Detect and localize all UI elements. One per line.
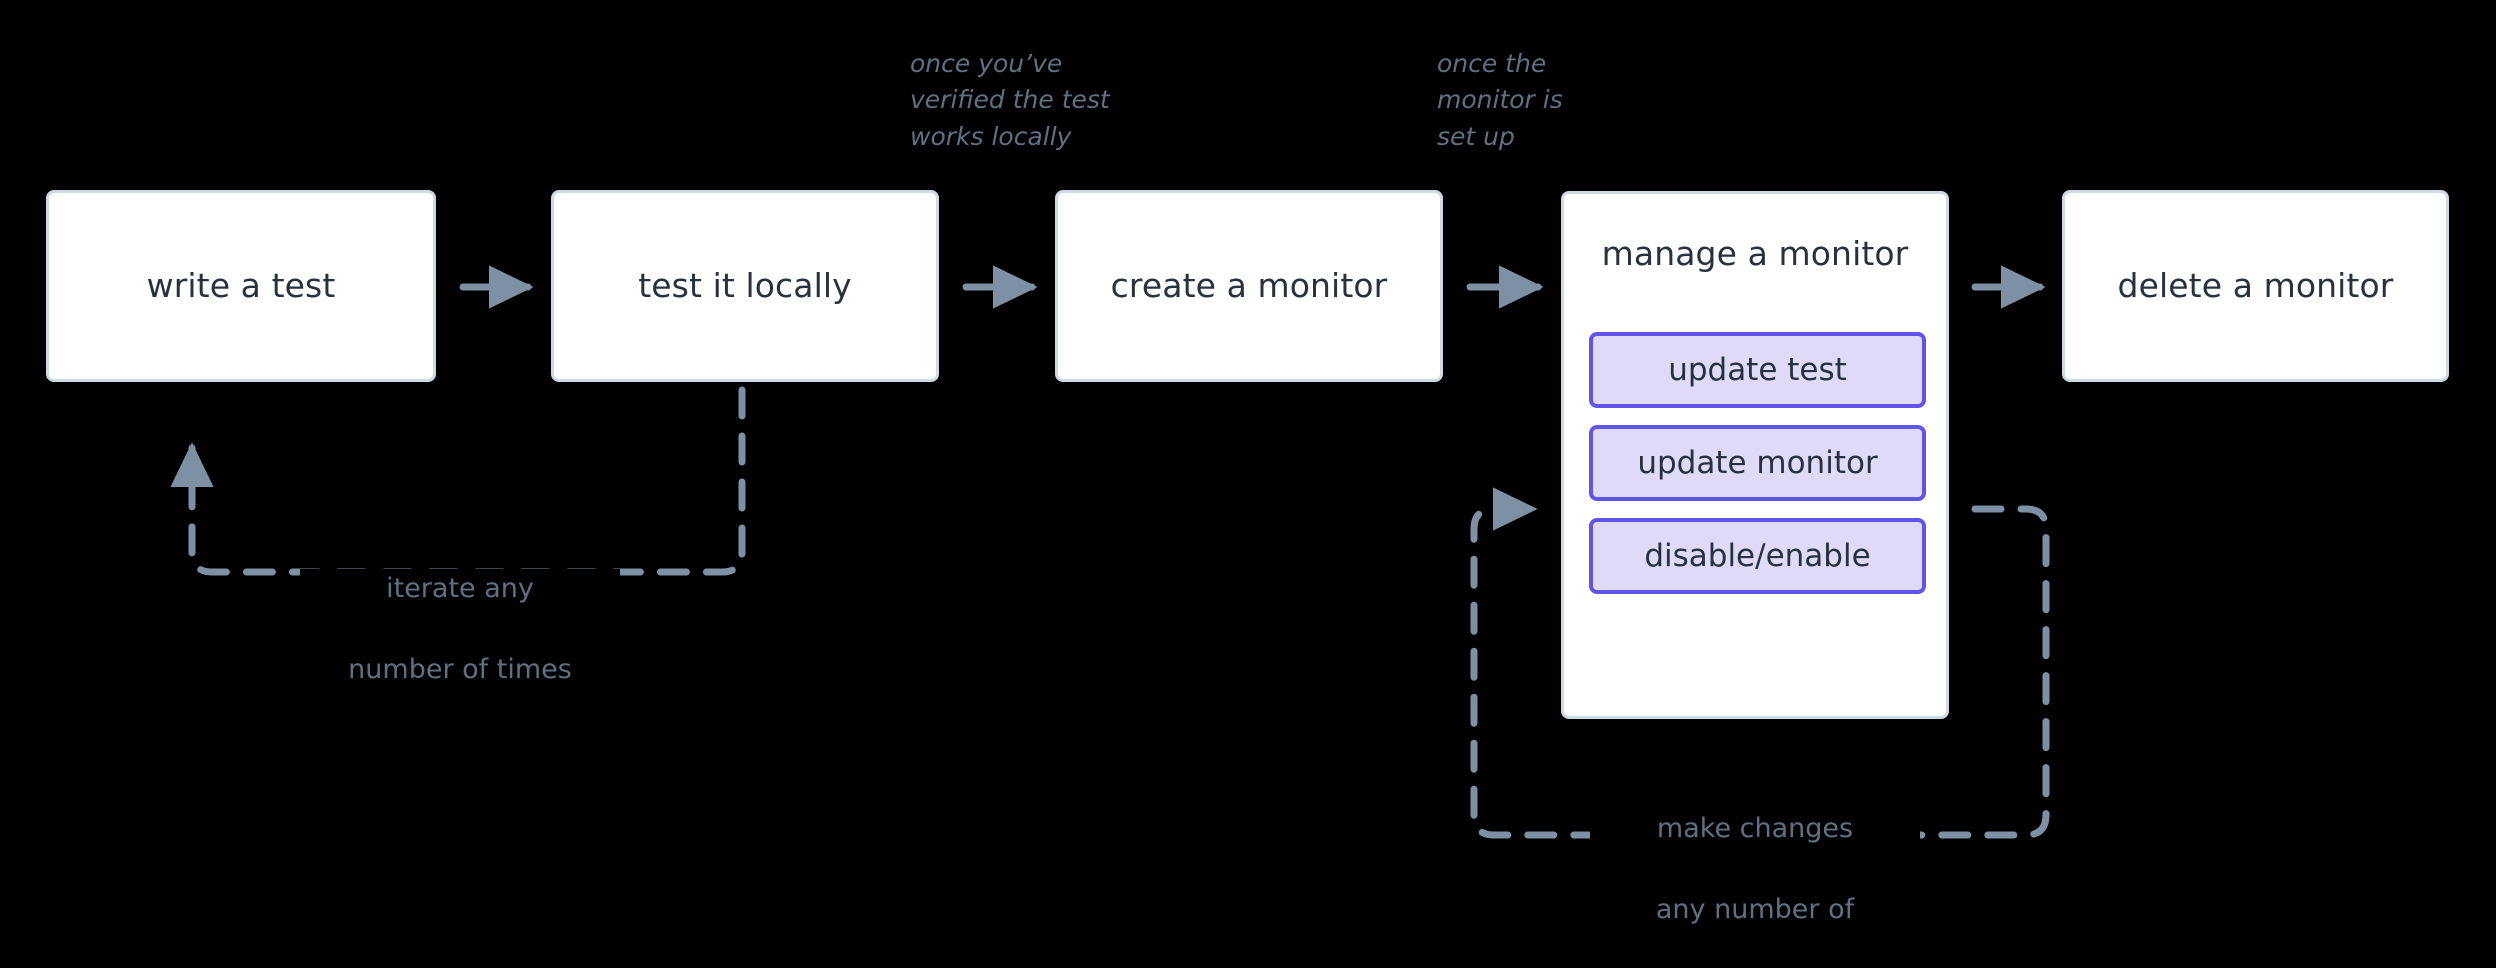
node-label-manage-a-monitor: manage a monitor: [1601, 234, 1909, 274]
node-write-a-test[interactable]: write a test: [46, 190, 436, 382]
node-label-test-it-locally: test it locally: [638, 266, 852, 306]
loop-caption-make-changes-line-2: any number of: [1590, 889, 1920, 930]
node-manage-a-monitor[interactable]: manage a monitor update test update moni…: [1561, 191, 1949, 719]
note-once-verified-locally: once you’ve verified the test works loca…: [910, 49, 1110, 151]
loop-caption-make-changes-line-1: make changes: [1590, 808, 1920, 849]
manage-a-monitor-title: manage a monitor: [1564, 194, 1946, 314]
node-create-a-monitor[interactable]: create a monitor: [1055, 190, 1443, 382]
sub-action-label-update-test: update test: [1668, 352, 1847, 388]
note-once-monitor-set-up: once the monitor is set up: [1437, 49, 1563, 151]
node-label-create-a-monitor: create a monitor: [1110, 266, 1388, 306]
loop-caption-iterate-line-1: iterate any: [300, 568, 620, 609]
sub-action-label-update-monitor: update monitor: [1637, 445, 1878, 481]
loop-caption-iterate-line-2: number of times: [300, 649, 620, 690]
node-delete-a-monitor[interactable]: delete a monitor: [2062, 190, 2449, 382]
sub-action-disable-enable[interactable]: disable/enable: [1589, 518, 1926, 594]
node-test-it-locally[interactable]: test it locally: [551, 190, 939, 382]
node-label-delete-a-monitor: delete a monitor: [2117, 266, 2394, 306]
sub-action-label-disable-enable: disable/enable: [1644, 538, 1871, 574]
sub-action-update-monitor[interactable]: update monitor: [1589, 425, 1926, 501]
loop-caption-iterate: iterate any number of times: [300, 528, 620, 731]
sub-action-update-test[interactable]: update test: [1589, 332, 1926, 408]
node-label-write-a-test: write a test: [146, 266, 336, 306]
loop-caption-make-changes: make changes any number of times: [1590, 768, 1920, 968]
